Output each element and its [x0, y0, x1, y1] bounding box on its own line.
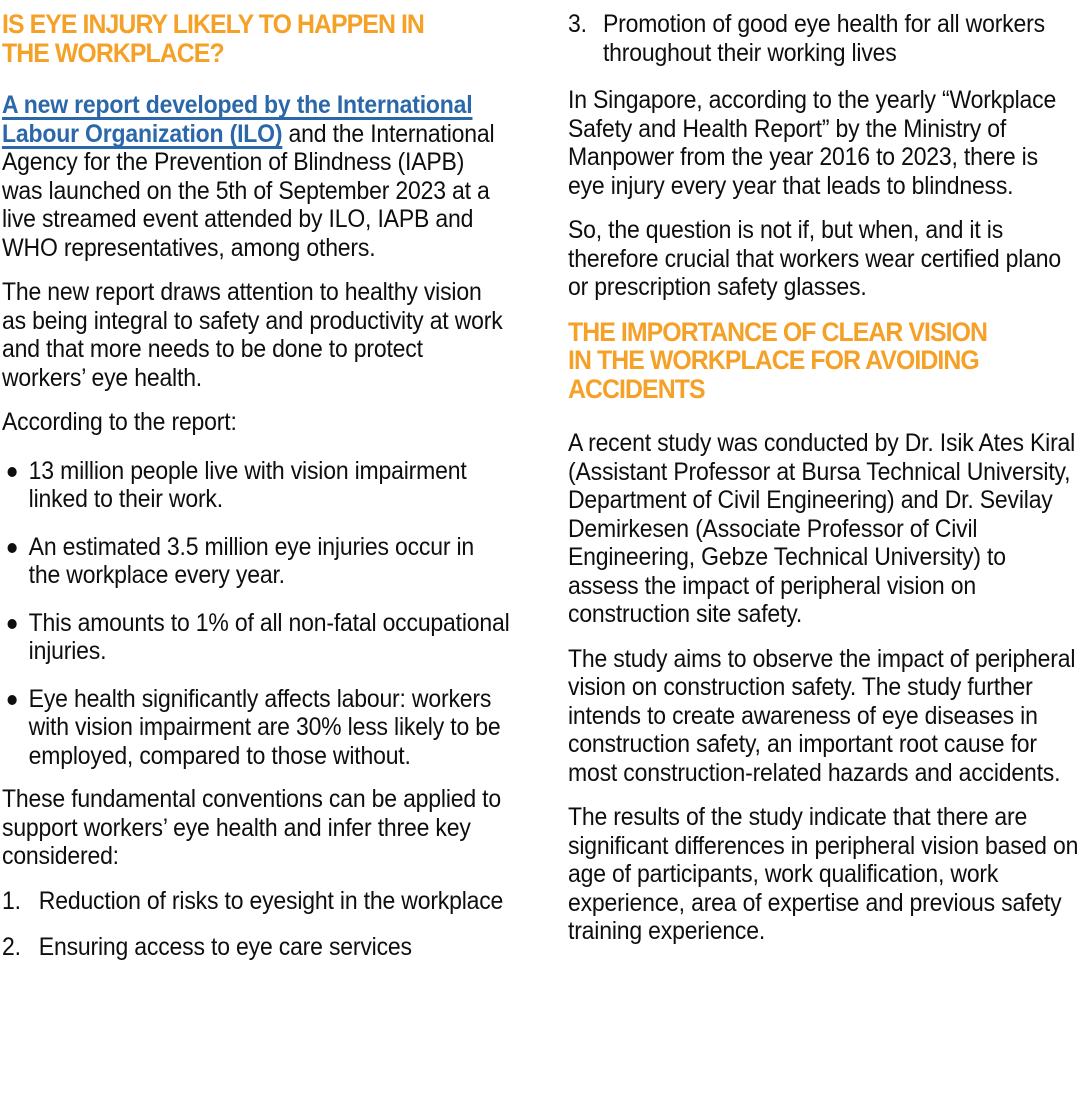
list-text: Promotion of good eye health for all wor…: [602, 10, 1045, 67]
list-number: 1.: [2, 886, 21, 915]
bullet-icon: [2, 609, 29, 666]
paragraph-question: So, the question is not if, but when, an…: [568, 216, 1062, 301]
intro-paragraph-rest: and the International Agency for the Pre…: [2, 119, 495, 262]
list-item: Eye health significantly affects labour:…: [2, 685, 510, 771]
intro-paragraph: A new report developed by the Internatio…: [2, 91, 510, 262]
paragraph-study-aims: The study aims to observe the impact of …: [568, 644, 1076, 787]
key-considerations-list-continued: 3. Promotion of good eye health for all …: [568, 10, 1080, 67]
bullet-text: 13 million people live with vision impai…: [28, 456, 467, 514]
report-findings-list: 13 million people live with vision impai…: [2, 457, 510, 771]
list-number: 2.: [2, 933, 21, 961]
paragraph-conventions: These fundamental conventions can be app…: [2, 785, 501, 870]
paragraph-singapore: In Singapore, according to the yearly “W…: [568, 86, 1057, 200]
key-considerations-list: 1. Reduction of risks to eyesight in the…: [2, 887, 510, 962]
bullet-icon: [2, 685, 29, 771]
list-item: 1. Reduction of risks to eyesight in the…: [2, 887, 510, 916]
paragraph-according-to-report: According to the report:: [2, 408, 237, 436]
paragraph-study-results: The results of the study indicate that t…: [568, 803, 1079, 945]
bullet-icon: [2, 457, 29, 514]
list-number: 3.: [568, 10, 587, 38]
list-item: 13 million people live with vision impai…: [2, 457, 510, 514]
list-text: Reduction of risks to eyesight in the wo…: [38, 886, 504, 915]
list-item: This amounts to 1% of all non-fatal occu…: [2, 609, 510, 666]
list-item: An estimated 3.5 million eye injuries oc…: [2, 533, 510, 590]
ilo-report-link[interactable]: A new report developed by the Internatio…: [2, 91, 473, 148]
section-heading-clear-vision: THE IMPORTANCE OF CLEAR VISION IN THE WO…: [568, 316, 988, 404]
paragraph-study-intro: A recent study was conducted by Dr. Isik…: [568, 429, 1076, 628]
bullet-text: This amounts to 1% of all non-fatal occu…: [28, 608, 510, 666]
list-item: 3. Promotion of good eye health for all …: [568, 10, 1080, 67]
paragraph-new-report: The new report draws attention to health…: [2, 278, 503, 392]
section-heading-eye-injury: IS EYE INJURY LIKELY TO HAPPEN IN THE WO…: [2, 9, 425, 68]
left-column: IS EYE INJURY LIKELY TO HAPPEN IN THE WO…: [2, 10, 510, 1120]
bullet-text: An estimated 3.5 million eye injuries oc…: [28, 532, 475, 590]
bullet-icon: [2, 533, 29, 590]
list-item: 2. Ensuring access to eye care services: [2, 933, 510, 962]
right-column: 3. Promotion of good eye health for all …: [568, 10, 1080, 1120]
list-text: Ensuring access to eye care services: [38, 933, 412, 961]
bullet-text: Eye health significantly affects labour:…: [28, 684, 501, 770]
